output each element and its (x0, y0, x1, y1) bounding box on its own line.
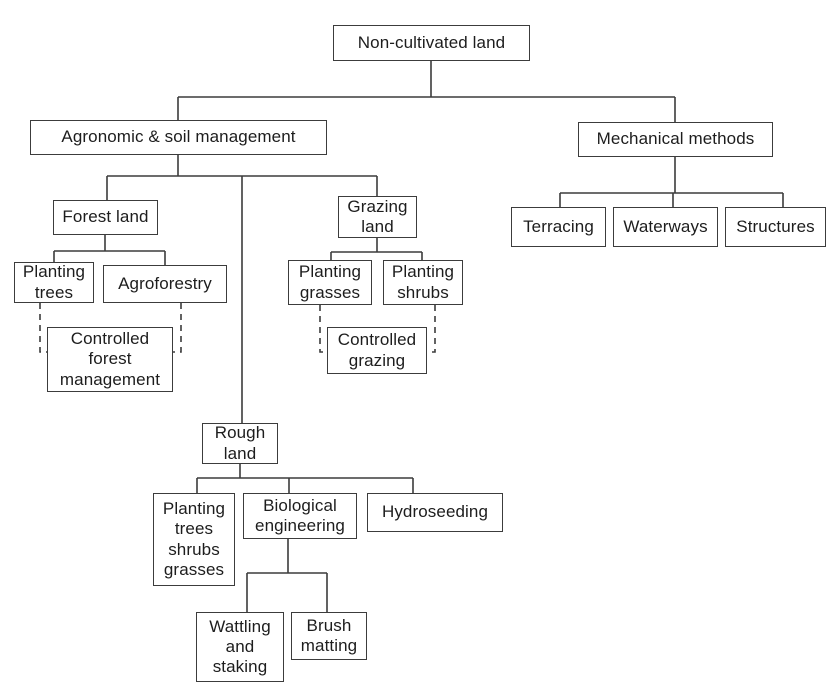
connector-solid-path (53, 61, 784, 612)
solid-connectors (53, 61, 784, 612)
node-hydroseeding: Hydroseeding (367, 493, 503, 532)
node-planting-grasses: Planting grasses (288, 260, 372, 305)
node-controlled-forest-management: Controlled forest management (47, 327, 173, 392)
node-grazing-land: Grazing land (338, 196, 417, 238)
node-biological-engineering: Biological engineering (243, 493, 357, 539)
node-terracing: Terracing (511, 207, 606, 247)
connector-dashed-path (39, 303, 436, 353)
node-mechanical-methods: Mechanical methods (578, 122, 773, 157)
node-agroforestry: Agroforestry (103, 265, 227, 303)
node-waterways: Waterways (613, 207, 718, 247)
node-planting-shrubs: Planting shrubs (383, 260, 463, 305)
node-planting-trees: Planting trees (14, 262, 94, 303)
node-agronomic-soil-management: Agronomic & soil management (30, 120, 327, 155)
node-structures: Structures (725, 207, 826, 247)
dashed-connectors (39, 303, 436, 353)
node-non-cultivated-land: Non-cultivated land (333, 25, 530, 61)
node-brush-matting: Brush matting (291, 612, 367, 660)
node-wattling-and-staking: Wattling and staking (196, 612, 284, 682)
node-forest-land: Forest land (53, 200, 158, 235)
node-controlled-grazing: Controlled grazing (327, 327, 427, 374)
node-planting-trees-shrubs-grasses: Planting trees shrubs grasses (153, 493, 235, 586)
node-rough-land: Rough land (202, 423, 278, 464)
